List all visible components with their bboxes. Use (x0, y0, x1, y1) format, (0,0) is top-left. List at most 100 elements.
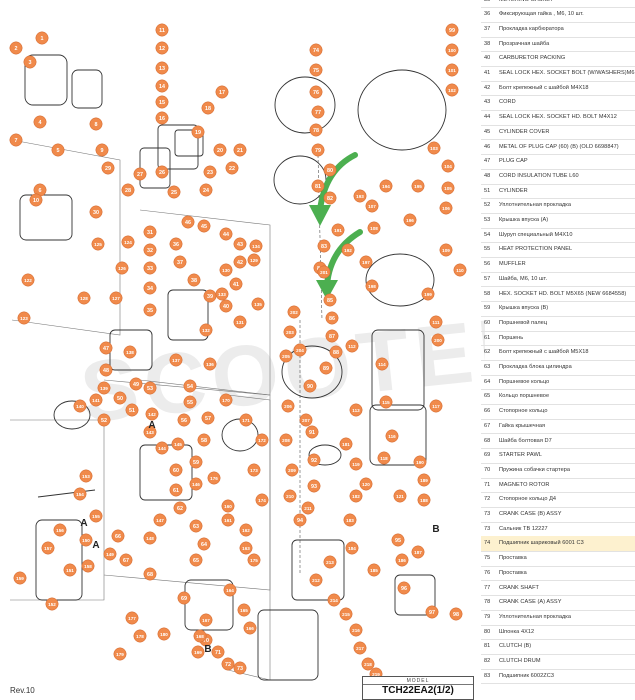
part-name: Шайба болтовая D7 (499, 437, 552, 444)
callout-46: 46 (181, 215, 195, 229)
callout-101: 101 (445, 63, 459, 77)
callout-label: 114 (378, 362, 386, 367)
callout-circle (425, 605, 439, 619)
callout-circle (123, 345, 137, 359)
callout-label: 16 (159, 116, 165, 122)
callout-62: 62 (173, 501, 187, 515)
callout-label: 151 (66, 568, 74, 573)
callout-167: 167 (199, 613, 213, 627)
callout-37: 37 (173, 255, 187, 269)
callout-circle (197, 537, 211, 551)
callout-label: 17 (219, 90, 225, 96)
callout-circle (309, 123, 323, 137)
callout-circle (359, 255, 373, 269)
callout-circle (111, 529, 125, 543)
callout-97: 97 (425, 605, 439, 619)
callout-circle (115, 261, 129, 275)
callout-119: 119 (349, 457, 363, 471)
callout-circle (311, 105, 325, 119)
callout-circle (203, 165, 217, 179)
callout-label: 215 (342, 612, 350, 617)
callout-circle (207, 471, 221, 485)
part-number: 82 (484, 658, 491, 664)
callout-27: 27 (133, 167, 147, 181)
part-name: Крышка впуска (В) (499, 305, 549, 312)
callout-120: 120 (359, 477, 373, 491)
highlight-arrow-head (316, 280, 338, 300)
part-name: Прокладка блока цилиндра (499, 364, 572, 370)
part-sketch (174, 129, 204, 157)
callout-191: 191 (331, 223, 345, 237)
callout-circle (311, 179, 325, 193)
callout-203: 203 (283, 325, 297, 339)
callout-circle (279, 349, 293, 363)
part-number: 74 (484, 540, 491, 547)
callout-label: 113 (352, 408, 360, 413)
callout-65: 65 (189, 553, 203, 567)
callout-label: 214 (330, 598, 338, 603)
callout-circle (89, 509, 103, 523)
callout-36: 36 (169, 237, 183, 251)
callout-label: 4 (39, 120, 42, 126)
callout-label: 195 (414, 184, 422, 189)
callout-157: 157 (41, 541, 55, 555)
callout-label: 158 (84, 564, 92, 569)
part-sketch (371, 329, 425, 411)
part-sketch (19, 194, 73, 241)
callout-circle (353, 189, 367, 203)
callout-24: 24 (199, 183, 213, 197)
callout-circle (233, 255, 247, 269)
callout-89: 89 (319, 361, 333, 375)
callout-127: 127 (109, 291, 123, 305)
callout-25: 25 (167, 185, 181, 199)
callout-111: 111 (429, 315, 443, 329)
callout-label: 159 (16, 576, 24, 581)
callout-circle (331, 223, 345, 237)
callout-circle (247, 553, 261, 567)
part-name: Подшипник шариковый 6001 C3 (499, 540, 584, 547)
callout-circle (393, 489, 407, 503)
callout-98: 98 (449, 607, 463, 621)
callout-label: 38 (191, 278, 197, 284)
part-name: Поршневое кольцо (499, 378, 550, 385)
callout-circle (219, 227, 233, 241)
callout-circle (13, 571, 27, 585)
callout-label: 22 (229, 166, 235, 172)
callout-11: 11 (155, 23, 169, 37)
callout-label: 87 (329, 334, 335, 340)
callout-22: 22 (225, 161, 239, 175)
callout-label: 42 (237, 260, 243, 266)
callout-circle (319, 361, 333, 375)
part-sketch (369, 404, 427, 466)
callout-circle (155, 61, 169, 75)
callout-label: 211 (304, 506, 312, 511)
part-number: 66 (484, 408, 491, 415)
callout-116: 116 (385, 429, 399, 443)
highlight-arrow (324, 229, 363, 288)
parts-list-row: 74 Подшипник шариковый 6001 C3 (481, 536, 635, 553)
callout-circle (143, 281, 157, 295)
callout-156: 156 (53, 523, 67, 537)
callout-141: 141 (89, 393, 103, 407)
model-divider (363, 684, 473, 685)
callout-label: 41 (233, 282, 239, 288)
callout-label: 88 (333, 350, 339, 356)
callout-label: 152 (48, 602, 56, 607)
callout-label: 115 (382, 400, 390, 405)
callout-circle (183, 379, 197, 393)
part-name: STARTER PAWL (499, 452, 542, 459)
callout-49: 49 (129, 377, 143, 391)
callout-15: 15 (155, 95, 169, 109)
callout-185: 185 (367, 563, 381, 577)
callout-circle (417, 473, 431, 487)
callout-circle (169, 463, 183, 477)
callout-label: 171 (242, 418, 250, 423)
callout-50: 50 (113, 391, 127, 405)
callout-circle (53, 523, 67, 537)
part-name: Шпонка 4X12 (499, 628, 535, 635)
callout-label: 142 (148, 412, 156, 417)
callout-4: 4 (33, 115, 47, 129)
callout-label: 94 (297, 518, 303, 524)
